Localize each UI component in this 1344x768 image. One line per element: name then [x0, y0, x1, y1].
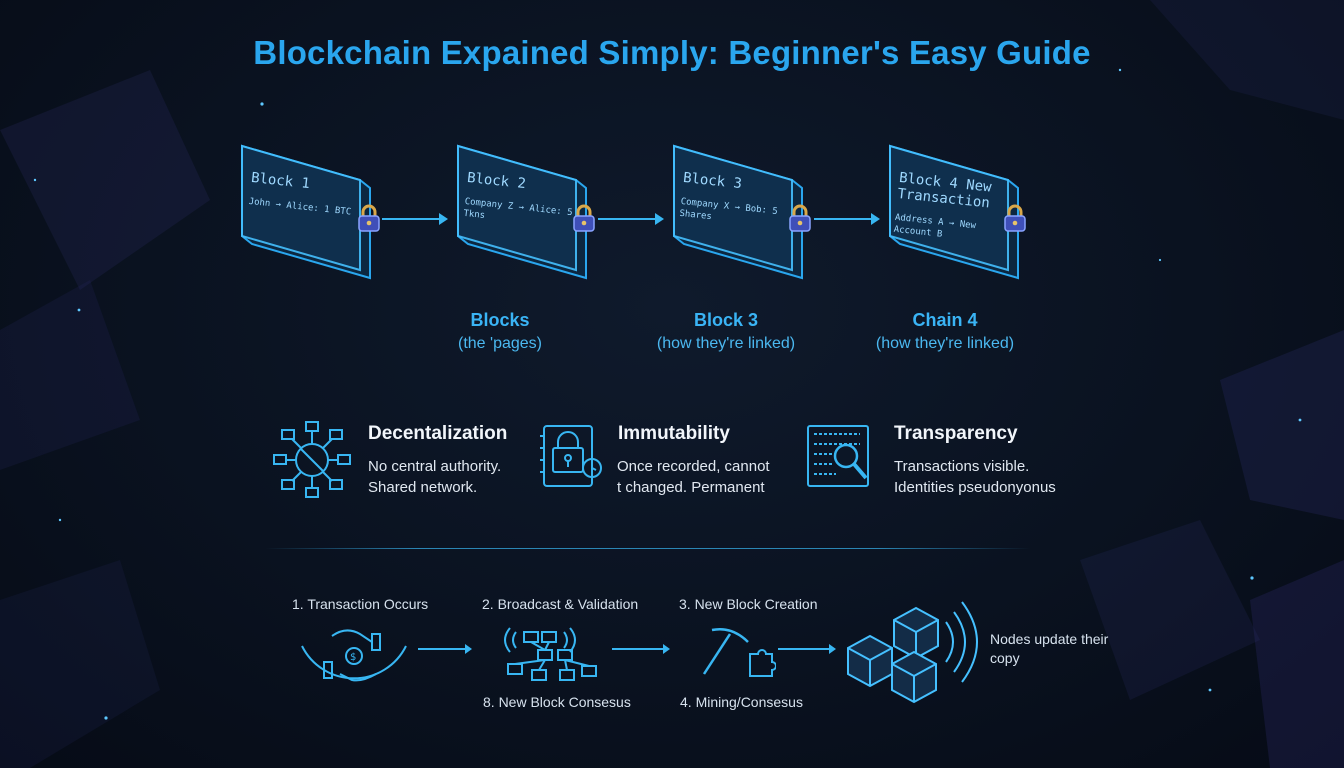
locked-ledger-icon	[540, 425, 602, 487]
padlock-icon	[573, 204, 595, 232]
link-arrow	[814, 213, 880, 225]
process-arrow	[778, 645, 836, 653]
caption-subtitle: (how they're linked)	[656, 335, 796, 352]
feature-description-line: Identities pseudonyonus	[894, 479, 1056, 496]
page-title: Blockchain Expained Simply: Beginner's E…	[253, 34, 1091, 71]
feature-description-line: Shared network.	[368, 479, 478, 496]
block-2: Block 2 Company Z → Alice: 5 Tkns	[454, 140, 594, 280]
cubes-broadcast-icon	[847, 601, 978, 704]
caption-subtitle: (the 'pages)	[458, 335, 542, 352]
caption-subtitle: (how they're linked)	[875, 335, 1015, 352]
caption-title: Blocks	[470, 310, 530, 330]
feature-description-line: Once recorded, cannot	[617, 458, 770, 475]
feature-description-line: Transactions visible.	[894, 458, 1030, 475]
section-divider	[265, 548, 1030, 549]
step-label: 2. Broadcast & Validation	[482, 596, 639, 612]
magnifier-ledger-icon	[807, 425, 869, 487]
step-label: 4. Mining/Consesus	[680, 694, 803, 710]
pickaxe-puzzle-icon	[702, 628, 776, 677]
link-arrow	[382, 213, 448, 225]
step-label: 3. New Block Creation	[679, 596, 818, 612]
final-step-note: Nodes update their copy	[990, 631, 1109, 666]
process-arrow	[612, 645, 670, 653]
feature-description-line: t changed. Permanent	[617, 479, 765, 496]
padlock-icon	[1004, 204, 1026, 232]
feature-title: Immutability	[618, 423, 730, 444]
block-3: Block 3 Company X → Bob: 5 Shares	[670, 140, 810, 280]
feature-description-line: No central authority.	[368, 458, 502, 475]
block-4: Block 4 New Transaction Address A → New …	[886, 140, 1026, 280]
process-arrow	[418, 645, 472, 653]
feature-description: Once recorded, cannot t changed. Permane…	[617, 456, 797, 498]
block-1: Block 1 John → Alice: 1 BTC	[238, 140, 378, 280]
feature-title: Decentalization	[368, 423, 508, 444]
link-arrow	[598, 213, 664, 225]
padlock-icon	[358, 204, 380, 232]
feature-title: Transparency	[894, 423, 1018, 444]
step-label: 8. New Block Consesus	[483, 694, 631, 710]
svg-text:$: $	[350, 652, 356, 663]
caption-title: Block 3	[693, 310, 759, 330]
step-label: 1. Transaction Occurs	[292, 596, 429, 612]
handshake-coin-icon: $	[301, 629, 407, 682]
network-icon	[273, 421, 351, 498]
caption-chain-4: Chain 4 (how they're linked)	[855, 310, 1035, 353]
broadcast-network-icon	[504, 627, 597, 681]
feature-description: Transactions visible. Identities pseudon…	[894, 456, 1074, 498]
caption-title: Chain 4	[912, 310, 978, 330]
padlock-icon	[789, 204, 811, 232]
caption-block-3: Block 3 (how they're linked)	[636, 310, 816, 353]
caption-blocks: Blocks (the 'pages)	[410, 310, 590, 353]
feature-description: No central authority. Shared network.	[368, 456, 548, 498]
